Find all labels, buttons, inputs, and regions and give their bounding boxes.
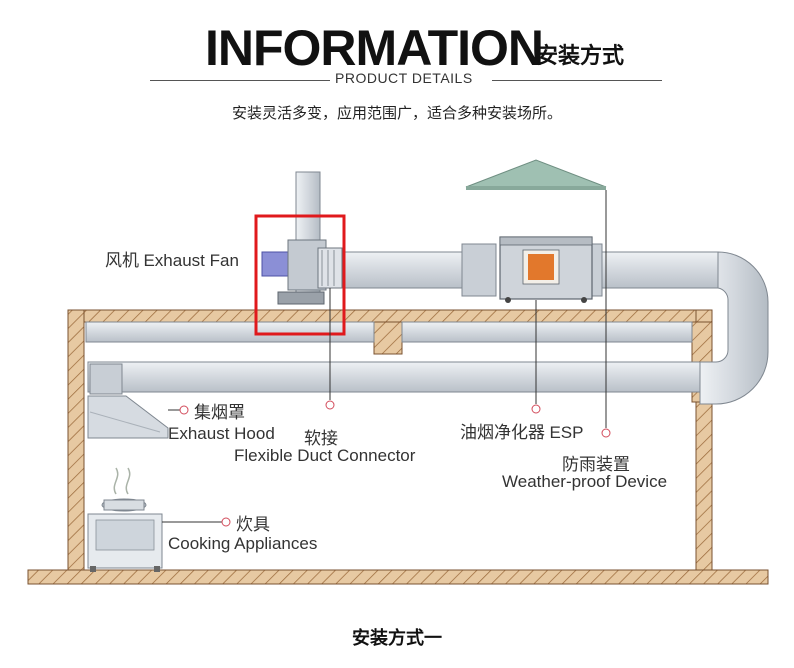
header-subtitle: PRODUCT DETAILS <box>335 70 473 86</box>
label-esp-cn: 油烟净化器 <box>460 423 545 443</box>
label-connector-en: Flexible Duct Connector <box>234 446 416 465</box>
label-esp-en: ESP <box>549 423 584 442</box>
label-weather-en: Weather-proof Device <box>502 472 668 491</box>
label-weather-cn: 防雨装置 <box>562 455 630 475</box>
label-exhaust-fan: 风机 Exhaust Fan <box>105 246 239 271</box>
header-divider-right <box>492 80 662 81</box>
label-cooking-cn: 炊具 <box>236 515 270 535</box>
label-exhaust-hood-en: Exhaust Hood <box>168 424 275 443</box>
label-exhaust-hood-cn: 集烟罩 <box>194 403 245 423</box>
weather-proof-cap <box>465 159 607 190</box>
leader-lines <box>162 190 611 527</box>
exhaust-hood <box>87 363 169 439</box>
label-cooking-en: Cooking Appliances <box>168 534 318 553</box>
esp-unit <box>499 236 593 303</box>
header-title: INFORMATION <box>205 20 544 76</box>
exhaust-fan <box>261 171 343 305</box>
diagram-caption: 安装方式一 <box>352 628 442 649</box>
label-exhaust-fan-cn: 风机 <box>105 251 139 271</box>
label-connector-cn: 软接 <box>304 429 338 449</box>
label-exhaust-fan-en: Exhaust Fan <box>143 251 239 270</box>
description: 安装灵活多变，应用范围广，适合多种安装场所。 <box>231 104 562 122</box>
header-title-cn: 安装方式 <box>536 44 625 69</box>
header-divider-left <box>150 80 330 81</box>
cooking-appliance <box>87 467 163 572</box>
label-esp: 油烟净化器 ESP <box>460 418 583 443</box>
outdoor-duct <box>339 243 769 405</box>
fan-highlight-box <box>254 214 346 336</box>
